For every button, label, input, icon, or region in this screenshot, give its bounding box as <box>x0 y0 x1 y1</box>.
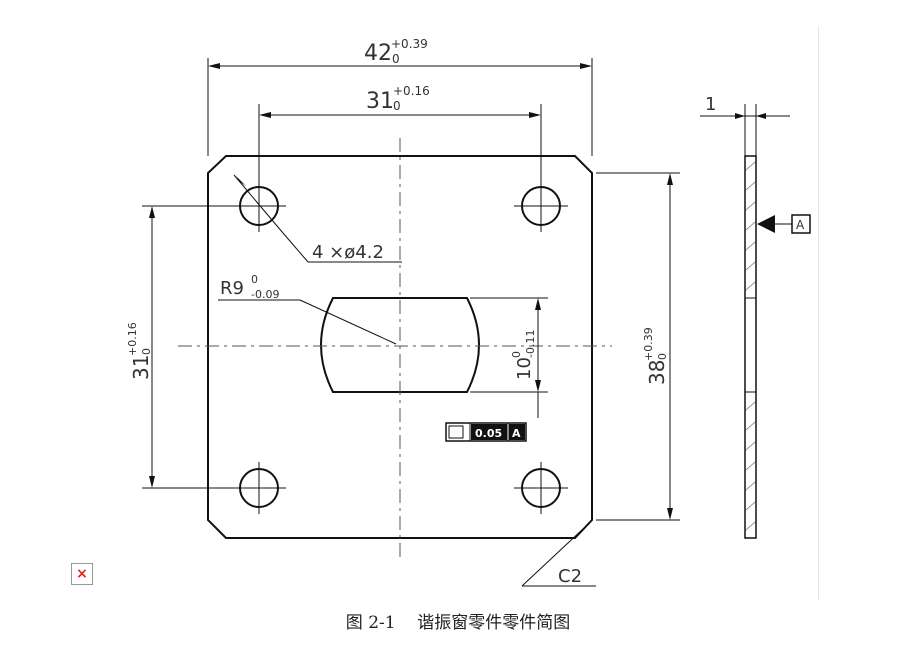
dim-hole-spacing-y-lower: 0 <box>140 348 153 355</box>
dim-height-overall <box>596 172 680 521</box>
dim-hole-spacing-x-lower: 0 <box>393 99 401 113</box>
central-slot <box>320 297 480 393</box>
dim-height-overall-value: 38 <box>645 360 669 385</box>
dim-width-overall-lower: 0 <box>392 52 400 66</box>
holes-leader <box>233 174 402 263</box>
tolerance-value: 0.05 <box>475 427 502 440</box>
dim-hole-spacing-x <box>258 104 542 186</box>
dim-width-overall-value: 42 <box>364 41 392 66</box>
tolerance-datum: A <box>512 427 521 440</box>
radius-upper: 0 <box>251 273 258 286</box>
dim-slot-height-lower: -0.11 <box>524 330 537 358</box>
figure-caption: 图 2-1 谐振窗零件零件简图 <box>345 613 571 633</box>
dim-hole-spacing-y <box>142 205 240 489</box>
radius-value: R9 <box>220 278 244 299</box>
broken-image-mark: × <box>76 566 88 582</box>
holes-callout: 4 ×ø4.2 <box>312 242 384 263</box>
dim-slot-height-value: 10 <box>514 357 535 380</box>
dim-hole-spacing-y-value: 31 <box>129 355 153 380</box>
dim-width-overall-upper: +0.39 <box>391 37 428 51</box>
thickness-value: 1 <box>705 94 716 115</box>
dim-width-overall <box>207 58 593 156</box>
dim-hole-spacing-y-upper: +0.16 <box>126 322 139 356</box>
dim-height-overall-lower: 0 <box>656 353 669 360</box>
page-divider-line <box>818 26 819 600</box>
chamfer-callout: C2 <box>558 566 582 587</box>
radius-lower: -0.09 <box>251 288 279 301</box>
hole-centerlines <box>232 180 568 514</box>
broken-image-icon: × <box>71 563 93 585</box>
dim-slot-height-upper: 0 <box>510 351 523 358</box>
dim-slot-height <box>470 297 548 418</box>
datum-letter: A <box>796 218 805 232</box>
dim-hole-spacing-x-upper: +0.16 <box>393 84 430 98</box>
dim-hole-spacing-x-value: 31 <box>366 89 394 114</box>
tolerance-frame <box>445 422 527 442</box>
plate-outline <box>207 155 593 539</box>
chamfer-leader <box>521 527 596 587</box>
dim-height-overall-upper: +0.39 <box>642 327 655 361</box>
radius-leader <box>218 299 397 345</box>
side-view <box>700 104 811 539</box>
